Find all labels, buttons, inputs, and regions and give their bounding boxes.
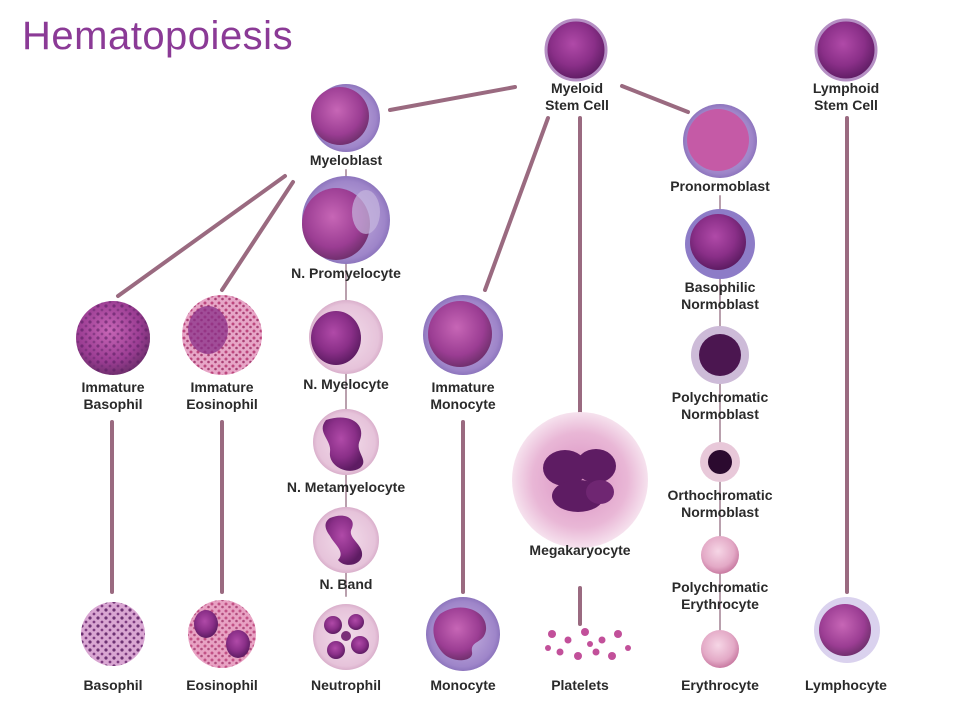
edge-myeloblast-to-eosinophil: [220, 180, 295, 292]
label-line: Polychromatic: [672, 579, 769, 595]
label-n-myelocyte: N. Myelocyte: [303, 376, 389, 392]
label-line: Eosinophil: [186, 677, 258, 693]
label-lymphocyte: Lymphocyte: [805, 677, 887, 693]
label-line: N. Myelocyte: [303, 376, 389, 392]
polychromatic-erythrocyte-cell: [701, 536, 739, 574]
erythrocyte-cell: [701, 630, 739, 668]
label-line: Monocyte: [430, 677, 496, 693]
label-megakaryocyte: Megakaryocyte: [529, 542, 630, 558]
lymphocyte-cell: [814, 597, 880, 663]
eosinophil-cell: [188, 600, 256, 668]
pronormoblast-cell: [683, 104, 757, 178]
monocyte-cell: [426, 597, 500, 671]
label-line: Basophil: [83, 396, 142, 412]
label-eosinophil: Eosinophil: [186, 677, 258, 693]
label-n-band: N. Band: [320, 576, 373, 592]
label-line: Monocyte: [430, 396, 496, 412]
label-pronormoblast: Pronormoblast: [670, 178, 770, 194]
label-line: Normoblast: [681, 296, 759, 312]
myeloid-stem-cell: [544, 18, 608, 82]
label-myeloblast: Myeloblast: [310, 152, 383, 168]
label-line: Neutrophil: [311, 677, 381, 693]
label-line: Immature: [190, 379, 253, 395]
label-line: Eosinophil: [186, 396, 258, 412]
label-erythrocyte: Erythrocyte: [681, 677, 759, 693]
edge-myeloblast-to-basophil: [116, 174, 287, 298]
immature-basophil-cell: [76, 301, 150, 375]
label-line: Stem Cell: [545, 97, 609, 113]
myelocyte-cell: [309, 300, 383, 374]
label-line: Erythrocyte: [681, 596, 759, 612]
label-line: Polychromatic: [672, 389, 769, 405]
label-line: Lymphocyte: [805, 677, 887, 693]
label-neutrophil: Neutrophil: [311, 677, 381, 693]
label-line: Basophilic: [685, 279, 756, 295]
cells: [76, 18, 880, 671]
label-line: Normoblast: [681, 406, 759, 422]
label-line: Myeloid: [551, 80, 603, 96]
polychromatic-normoblast-cell: [691, 326, 749, 384]
immature-eosinophil-cell: [182, 295, 262, 375]
promyelocyte-cell: [302, 176, 390, 264]
label-line: N. Promyelocyte: [291, 265, 401, 281]
edge-myeloid-to-monocyte: [483, 116, 550, 292]
label-line: Pronormoblast: [670, 178, 770, 194]
label-monocyte: Monocyte: [430, 677, 496, 693]
metamyelocyte-cell: [313, 409, 379, 475]
page-title: Hematopoiesis: [22, 14, 294, 58]
myeloblast-cell: [311, 84, 380, 152]
orthochromatic-normoblast-cell: [700, 442, 740, 482]
basophil-cell: [81, 602, 145, 666]
band-cell: [313, 507, 379, 573]
label-platelets: Platelets: [551, 677, 609, 693]
label-n-metamyelocyte: N. Metamyelocyte: [287, 479, 405, 495]
label-line: Orthochromatic: [667, 487, 772, 503]
label-line: Immature: [81, 379, 144, 395]
platelets-cluster: [545, 628, 631, 660]
edge-myeloid-to-pronormoblast: [620, 84, 690, 114]
edge-myeloid-to-myeloblast: [388, 85, 517, 112]
label-line: N. Band: [320, 576, 373, 592]
immature-monocyte-cell: [423, 295, 503, 375]
neutrophil-cell: [313, 604, 379, 670]
label-line: Myeloblast: [310, 152, 383, 168]
label-n-promyelocyte: N. Promyelocyte: [291, 265, 401, 281]
label-line: Erythrocyte: [681, 677, 759, 693]
megakaryocyte-cell: [512, 412, 648, 548]
label-line: Lymphoid: [813, 80, 879, 96]
label-line: Immature: [431, 379, 494, 395]
label-line: Platelets: [551, 677, 609, 693]
lymphoid-stem-cell: [814, 18, 878, 82]
label-line: Basophil: [83, 677, 142, 693]
label-line: Normoblast: [681, 504, 759, 520]
label-line: Megakaryocyte: [529, 542, 630, 558]
label-basophil: Basophil: [83, 677, 142, 693]
label-line: Stem Cell: [814, 97, 878, 113]
label-line: N. Metamyelocyte: [287, 479, 405, 495]
basophilic-normoblast-cell: [685, 209, 755, 279]
